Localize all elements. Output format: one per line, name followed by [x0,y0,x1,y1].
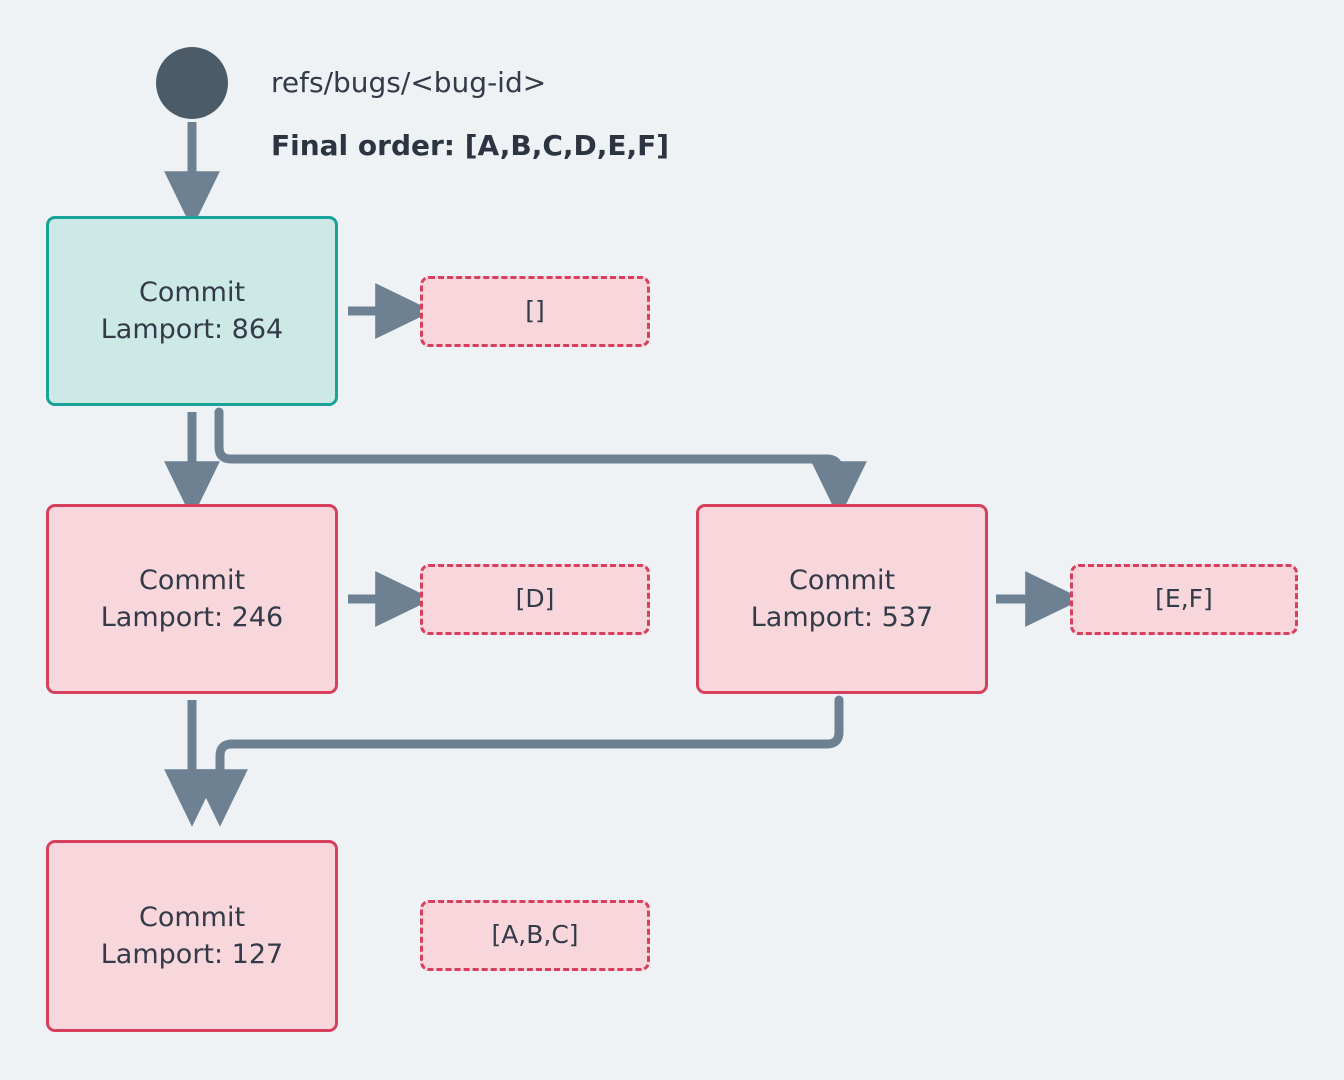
order-box-127[interactable]: [A,B,C] [420,900,650,971]
commit-node-537[interactable]: Commit Lamport: 537 [696,504,988,694]
root-ref-circle-icon [156,47,228,119]
order-box-246[interactable]: [D] [420,564,650,635]
commit-node-864-title: Commit [138,276,246,308]
commit-node-864-lamport: Lamport: 864 [100,314,284,345]
ref-path-label: refs/bugs/<bug-id> [271,66,547,99]
commit-node-864[interactable]: Commit Lamport: 864 [46,216,338,406]
commit-node-537-lamport: Lamport: 537 [750,602,934,633]
order-box-537[interactable]: [E,F] [1070,564,1298,635]
order-box-246-value: [D] [515,584,555,614]
order-box-864[interactable]: [] [420,276,650,347]
commit-node-246-title: Commit [138,564,246,596]
edge-864-to-537 [214,407,867,519]
commit-node-127[interactable]: Commit Lamport: 127 [46,840,338,1032]
order-box-127-value: [A,B,C] [491,920,579,950]
edge-537-to-127 [192,695,844,827]
commit-node-537-title: Commit [788,564,896,596]
order-box-864-value: [] [525,296,545,326]
commit-node-246[interactable]: Commit Lamport: 246 [46,504,338,694]
final-order-label: Final order: [A,B,C,D,E,F] [271,129,670,162]
order-box-537-value: [E,F] [1155,584,1213,614]
commit-node-246-lamport: Lamport: 246 [100,602,284,633]
commit-node-127-lamport: Lamport: 127 [100,939,284,970]
commit-node-127-title: Commit [138,901,246,933]
